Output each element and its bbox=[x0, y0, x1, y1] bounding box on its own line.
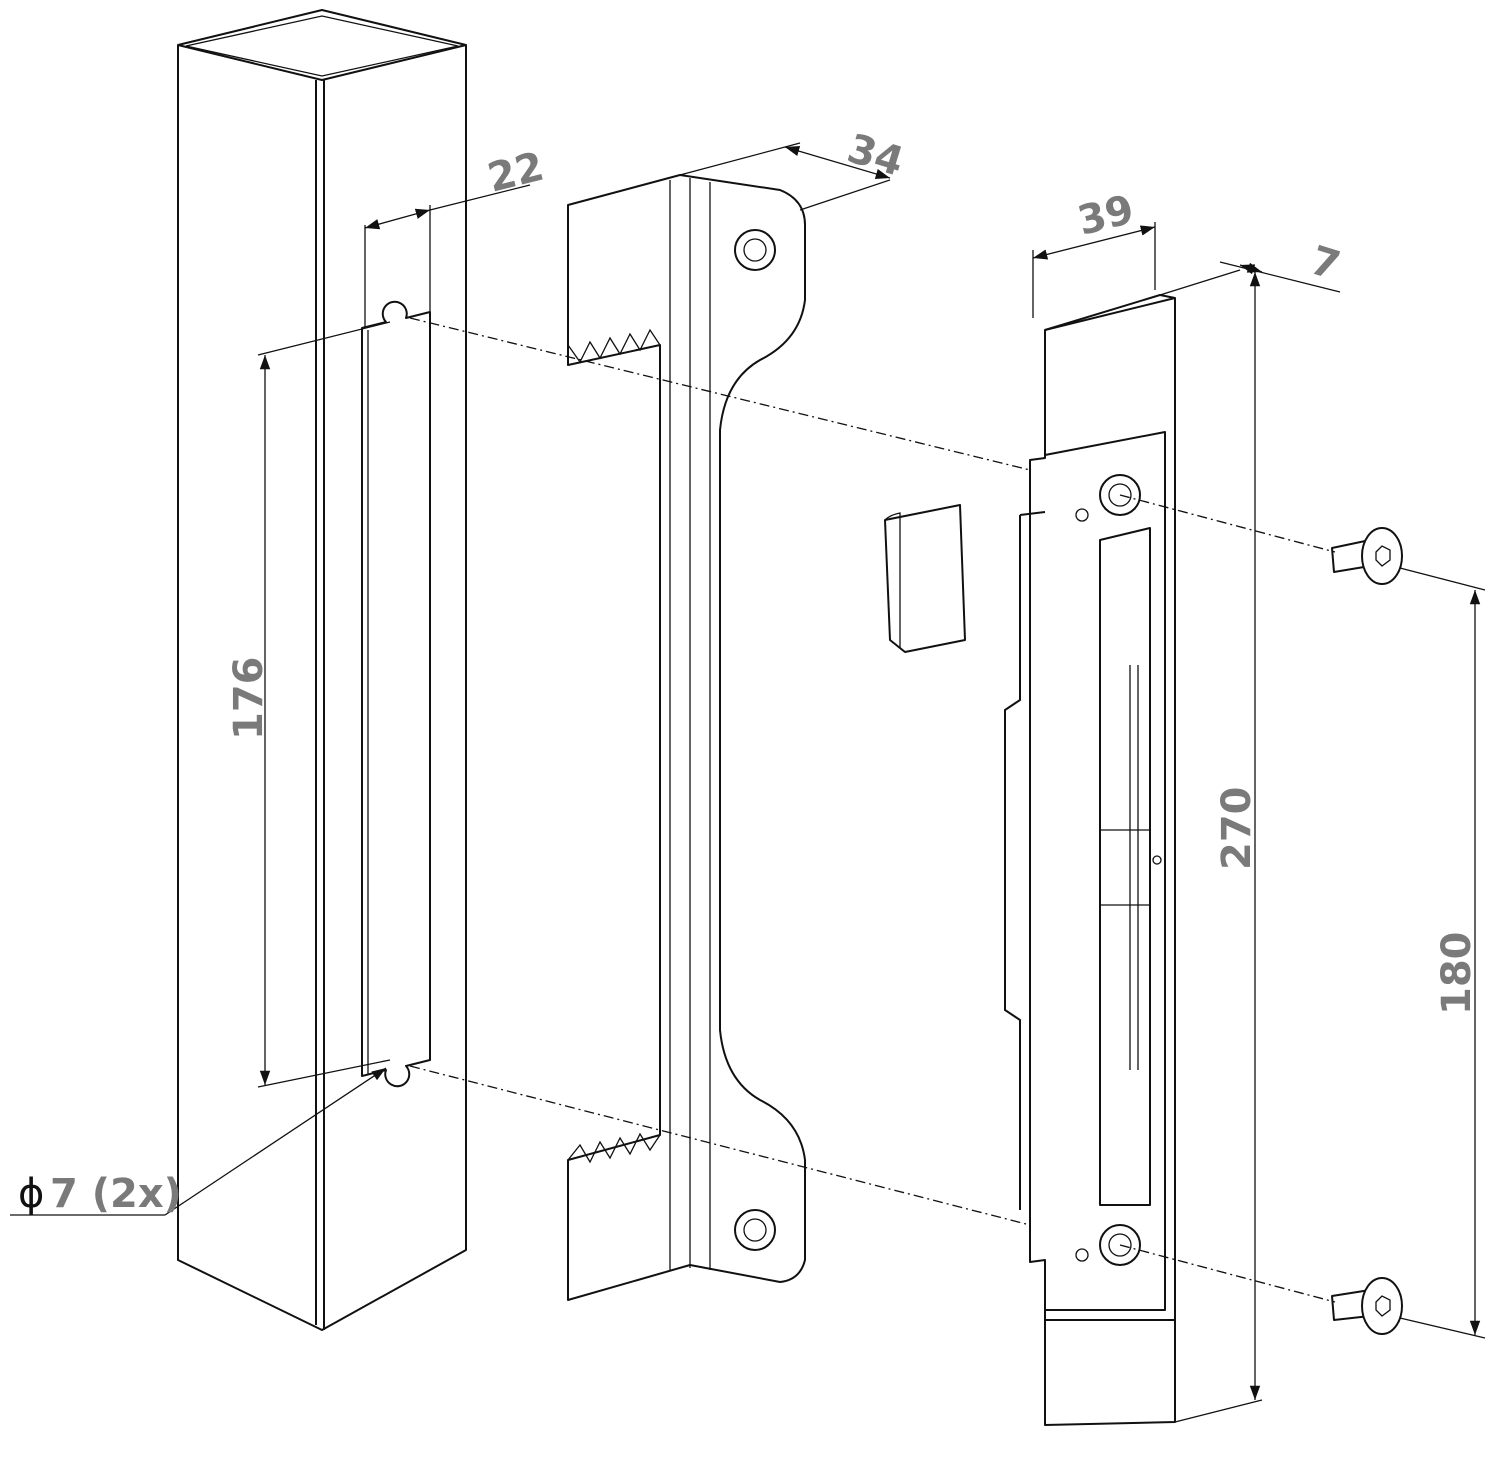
dimension-label-22: 22 bbox=[483, 144, 548, 202]
mounting-bracket bbox=[567, 174, 806, 1301]
dimension-270: 270 bbox=[1174, 272, 1263, 1423]
diameter-symbol: ϕ bbox=[18, 1171, 44, 1217]
dimension-hole-diameter: ϕ 7 (2x) bbox=[10, 1067, 387, 1217]
strike-clip bbox=[884, 504, 966, 653]
dimension-label-270: 270 bbox=[1214, 787, 1260, 871]
dimension-label-176: 176 bbox=[226, 657, 272, 741]
screw-top bbox=[1331, 527, 1403, 585]
strike-plate bbox=[1004, 294, 1176, 1426]
dimension-39: 39 bbox=[1032, 187, 1156, 318]
dimension-label-hole-diameter: 7 (2x) bbox=[50, 1171, 182, 1217]
screw-bottom bbox=[1331, 1277, 1403, 1335]
assembly-center-lines bbox=[409, 317, 1336, 1303]
dimension-180: 180 bbox=[1399, 567, 1486, 1339]
dimension-label-34: 34 bbox=[842, 126, 909, 186]
dimension-7: 7 bbox=[1159, 238, 1345, 296]
dimension-label-7: 7 bbox=[1305, 238, 1345, 290]
square-post bbox=[177, 9, 467, 1331]
dimension-176: 176 bbox=[226, 321, 391, 1088]
dimension-label-180: 180 bbox=[1434, 932, 1480, 1016]
dimension-label-39: 39 bbox=[1073, 187, 1138, 245]
